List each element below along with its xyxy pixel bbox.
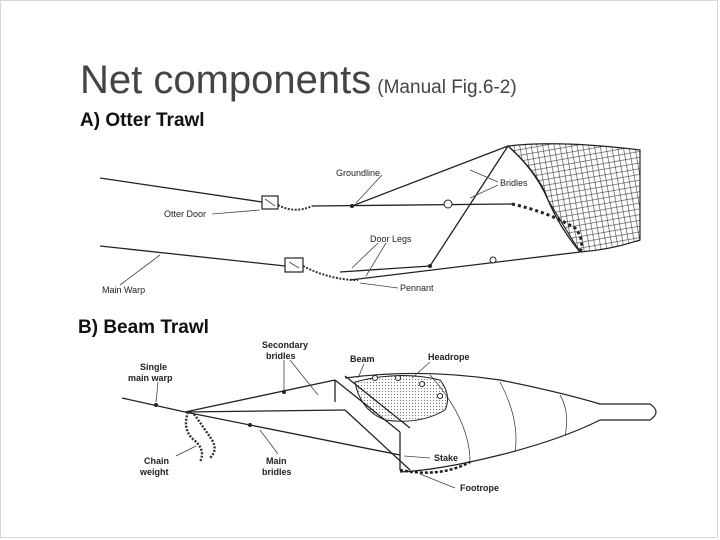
otter-trawl-net (506, 143, 641, 253)
label-chain-weight-1: Chain (144, 456, 169, 466)
label-single-main-warp-1: Single (140, 362, 167, 372)
lower-otter-door (284, 257, 359, 281)
door-legs (339, 145, 509, 273)
lower-groundline (349, 251, 581, 281)
label-bridles: Bridles (500, 178, 528, 188)
beam-frame (334, 375, 411, 471)
beam-trawl-diagram: B) Beam Trawl (78, 317, 657, 493)
label-main-warp: Main Warp (102, 285, 145, 295)
main-warp-line (99, 245, 286, 267)
otter-trawl-diagram: A) Otter Trawl (80, 110, 641, 295)
beam-trawl-headrope-area (354, 375, 449, 422)
label-otter-door: Otter Door (164, 209, 206, 219)
label-pennant: Pennant (400, 283, 434, 293)
label-single-main-warp-2: main warp (128, 373, 173, 383)
upper-warp-line (99, 177, 263, 203)
beam-trawl-heading: B) Beam Trawl (78, 317, 209, 338)
main-bridle-line (184, 411, 401, 456)
label-door-legs: Door Legs (370, 234, 412, 244)
single-main-warp-line (121, 397, 186, 413)
label-secondary-bridles-2: bridles (266, 351, 296, 361)
secondary-bridle-lower (184, 409, 346, 413)
label-footrope: Footrope (460, 483, 499, 493)
upper-otter-door (261, 195, 313, 211)
label-main-bridles-2: bridles (262, 467, 292, 477)
beam-trawl-net (344, 372, 657, 473)
headrope-floats (372, 375, 443, 399)
title-subtitle: (Manual Fig.6-2) (377, 77, 517, 98)
secondary-bridle-upper (184, 379, 336, 413)
label-headrope: Headrope (428, 352, 470, 362)
upper-footrope-bobbins (511, 202, 584, 253)
title-main: Net components (80, 58, 372, 102)
label-groundline: Groundline (336, 168, 380, 178)
slide-title: Net components(Manual Fig.6-2) (80, 58, 517, 103)
upper-groundline (311, 203, 513, 207)
label-chain-weight-2: weight (139, 467, 169, 477)
label-stake: Stake (434, 453, 458, 463)
label-beam: Beam (350, 354, 375, 364)
otter-trawl-heading: A) Otter Trawl (80, 110, 205, 131)
headline-bridle (351, 145, 509, 207)
label-secondary-bridles-1: Secondary (262, 340, 308, 350)
footrope-line (399, 460, 471, 474)
label-main-bridles-1: Main (266, 456, 287, 466)
chain-weight (184, 411, 216, 463)
